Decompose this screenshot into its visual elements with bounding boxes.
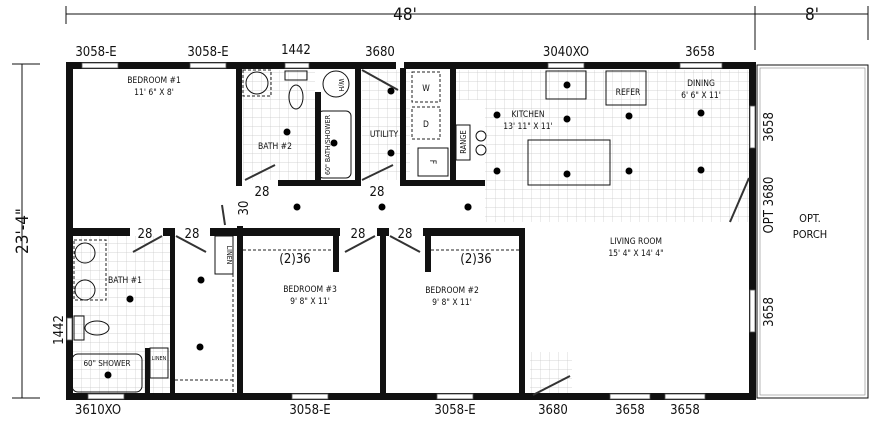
door-label: OPT 3680 <box>762 177 777 234</box>
sink <box>545 70 587 100</box>
room-name: BATH #2 <box>258 142 292 152</box>
closet-label: (2)36 <box>460 252 491 267</box>
porch-outline <box>756 64 869 399</box>
water-heater <box>322 70 350 98</box>
window-label: 3040XO <box>543 45 589 60</box>
window-label: 3058-E <box>75 45 116 60</box>
window-label: 3658 <box>685 45 715 60</box>
fixture-label: 60" SHOWER <box>83 359 130 368</box>
window-label: 3058-E <box>187 45 228 60</box>
kitchen-island <box>527 139 611 186</box>
fixture-label: 60" BATH/SHOWER <box>324 114 332 175</box>
fixtures <box>71 69 647 393</box>
room-size: 13' 11" X 11' <box>503 122 552 132</box>
door-label: 28 <box>351 227 366 242</box>
room-size: 11' 6" X 8' <box>134 88 174 98</box>
door-label: 30 <box>237 201 252 216</box>
doors <box>132 69 750 396</box>
room-name: LIVING ROOM <box>610 237 662 247</box>
window-label: 1442 <box>52 315 67 345</box>
room-name: BEDROOM #1 <box>127 76 181 86</box>
door-label: 28 <box>185 227 200 242</box>
window-label: 3058-E <box>289 403 330 418</box>
range <box>455 124 471 161</box>
fixture-label: REFER <box>616 88 641 98</box>
window-label: 3658 <box>762 112 777 142</box>
fixture-label: W/H <box>337 78 345 91</box>
room-name: BEDROOM #3 <box>283 285 337 295</box>
window-label: 3658 <box>670 403 700 418</box>
door-label: 3680 <box>538 403 568 418</box>
fixture-label: D <box>423 120 429 130</box>
window-label: 3610XO <box>75 403 121 418</box>
washer <box>411 71 441 103</box>
porch-label: OPT. <box>799 212 821 225</box>
refrigerator <box>605 70 647 106</box>
door-label: 28 <box>255 185 270 200</box>
porch-width-dimension: 8' <box>805 5 819 25</box>
furnace <box>417 147 449 177</box>
window-label: 3058-E <box>434 403 475 418</box>
fixture-label: W <box>422 84 430 94</box>
door-label: 28 <box>398 227 413 242</box>
room-size: 9' 8" X 11' <box>432 298 472 308</box>
door-label: 3680 <box>365 45 395 60</box>
room-name: BEDROOM #2 <box>425 286 479 296</box>
dimension-lines <box>12 6 869 399</box>
room-name: UTILITY <box>370 130 399 140</box>
depth-dimension: 23'-4" <box>13 208 33 254</box>
door-label: 28 <box>370 185 385 200</box>
window-label: 3658 <box>762 297 777 327</box>
linen-label: LINEN <box>225 246 233 265</box>
door-label: 28 <box>138 227 153 242</box>
shower <box>71 353 143 393</box>
width-dimension: 48' <box>393 5 417 25</box>
closet-label: (2)36 <box>279 252 310 267</box>
porch-label: PORCH <box>793 228 827 241</box>
room-size: 9' 8" X 11' <box>290 297 330 307</box>
linen-label: LINEN <box>152 356 167 362</box>
fixture-label: F <box>427 160 437 164</box>
windows <box>66 62 756 400</box>
fixture-label: RANGE <box>459 130 468 154</box>
window-label: 1442 <box>281 43 311 58</box>
room-name: KITCHEN <box>511 110 544 120</box>
room-name: DINING <box>687 79 715 89</box>
window-label: 3658 <box>615 403 645 418</box>
room-size: 15' 4" X 14' 4" <box>608 249 663 259</box>
room-size: 6' 6" X 11' <box>681 91 721 101</box>
room-name: BATH #1 <box>108 276 142 286</box>
bathtub <box>317 110 352 179</box>
ceiling-lights <box>104 81 705 379</box>
